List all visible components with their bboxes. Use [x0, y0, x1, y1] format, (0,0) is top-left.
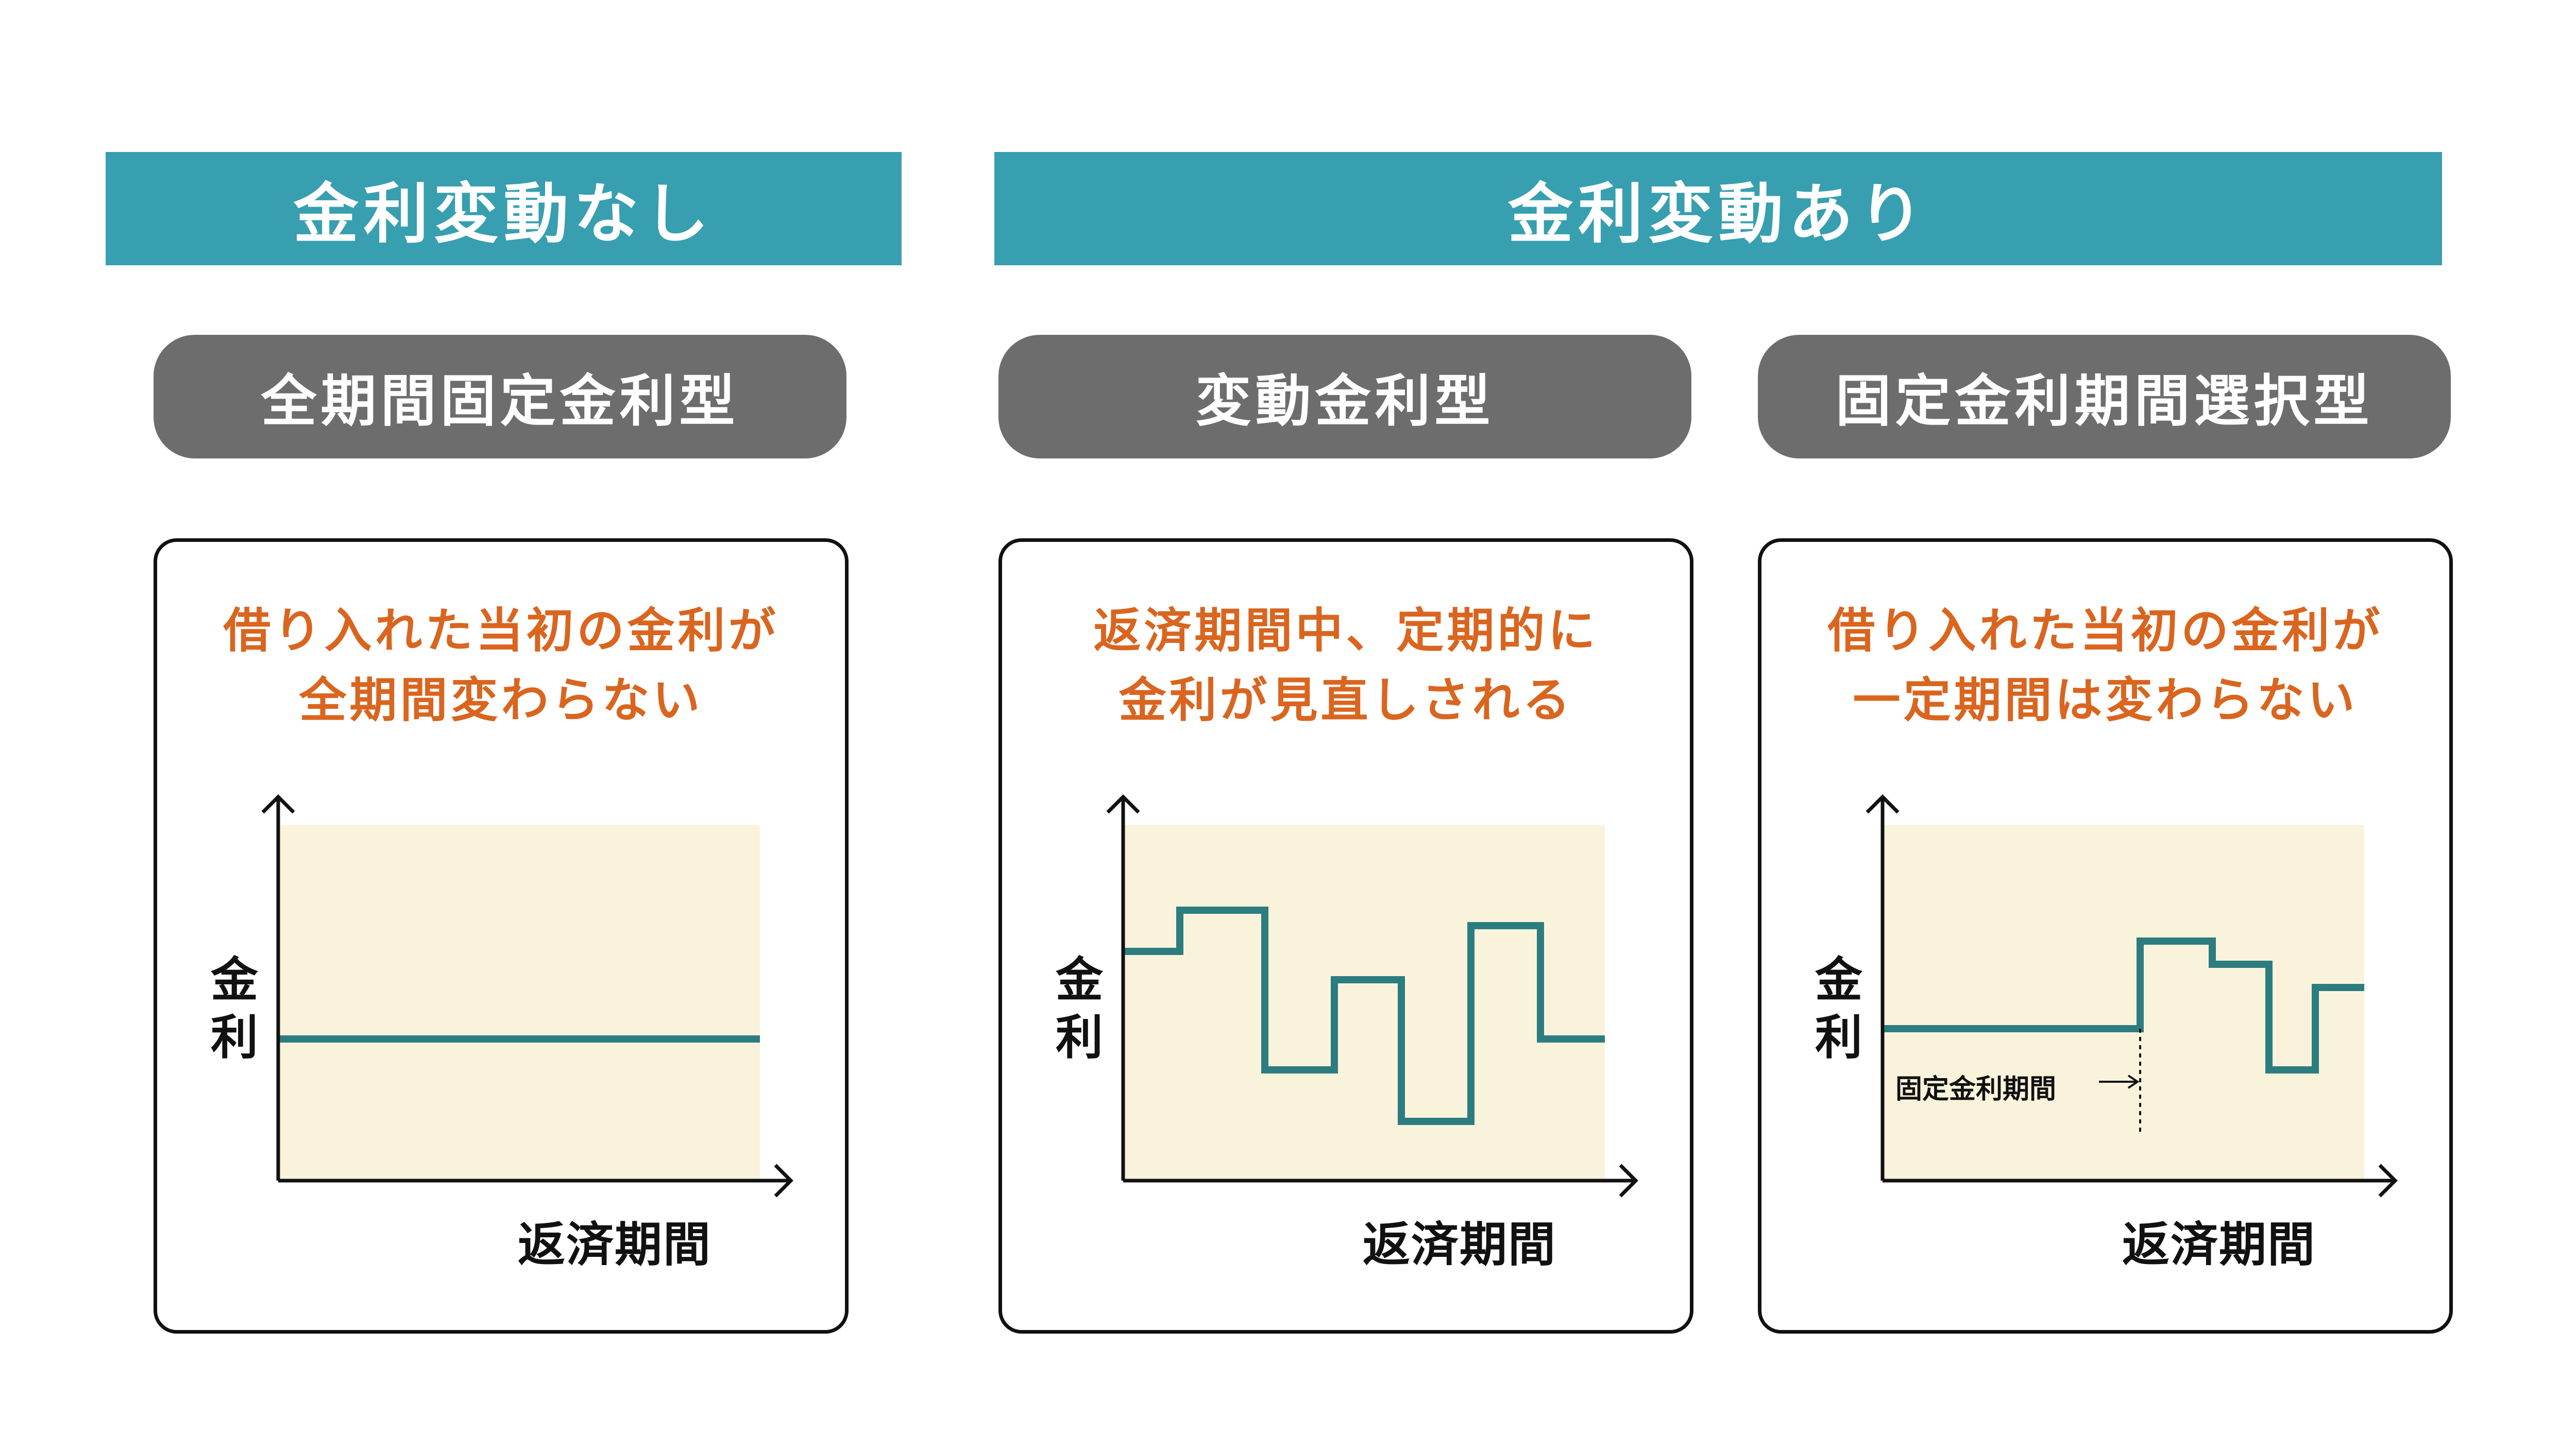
x-axis-label: 返済期間	[1363, 1217, 1557, 1272]
x-axis-label: 返済期間	[2122, 1217, 2316, 1272]
x-axis-arrow-icon	[774, 1164, 793, 1198]
variable-rate-type-label: 変動金利型	[998, 335, 1691, 458]
card-description-line2: 全期間変わらない	[299, 673, 703, 728]
fixed-full-term-type-label: 全期間固定金利型	[154, 335, 846, 458]
x-axis-arrow-icon	[2378, 1164, 2398, 1198]
plot-area	[278, 825, 760, 1181]
card-description-line2: 一定期間は変わらない	[1853, 673, 2358, 728]
card-fixed-period-select: 借り入れた当初の金利が 一定期間は変わらない 固定金利期間 金利 返済期間	[1758, 538, 2453, 1334]
plot-area	[1123, 825, 1605, 1181]
card-description-line1: 借り入れた当初の金利が	[1827, 603, 2383, 658]
rate-line	[1883, 937, 2364, 1073]
y-axis-label: 金利	[1055, 952, 1103, 1065]
card-description-line1: 返済期間中、定期的に	[1093, 603, 1599, 658]
y-axis-label: 金利	[210, 952, 258, 1065]
plot-area	[1883, 825, 2364, 1181]
x-axis-label: 返済期間	[518, 1217, 712, 1272]
fixed-period-select-type-label: 固定金利期間選択型	[1758, 335, 2451, 458]
change-header: 金利変動あり	[994, 152, 2442, 265]
x-axis-arrow-icon	[1619, 1164, 1638, 1198]
rate-chart	[1866, 794, 2398, 1198]
card-fixed-full-term: 借り入れた当初の金利が 全期間変わらない 金利 返済期間	[154, 538, 849, 1334]
rate-chart	[261, 794, 793, 1198]
y-axis-arrow-icon	[1106, 794, 1140, 814]
card-description-line2: 金利が見直しされる	[1118, 673, 1573, 728]
fixed-period-label: 固定金利期間	[1895, 1074, 2057, 1105]
y-axis-arrow-icon	[261, 794, 295, 814]
y-axis-arrow-icon	[1866, 794, 1900, 814]
fixed-period-arrow-icon	[2127, 1075, 2140, 1089]
rate-line	[1123, 907, 1605, 1125]
no-change-header: 金利変動なし	[106, 152, 902, 265]
rate-chart	[1106, 794, 1638, 1198]
card-variable-rate: 返済期間中、定期的に 金利が見直しされる 金利 返済期間	[998, 538, 1693, 1334]
card-description-line1: 借り入れた当初の金利が	[223, 603, 779, 658]
y-axis-label: 金利	[1815, 952, 1862, 1065]
